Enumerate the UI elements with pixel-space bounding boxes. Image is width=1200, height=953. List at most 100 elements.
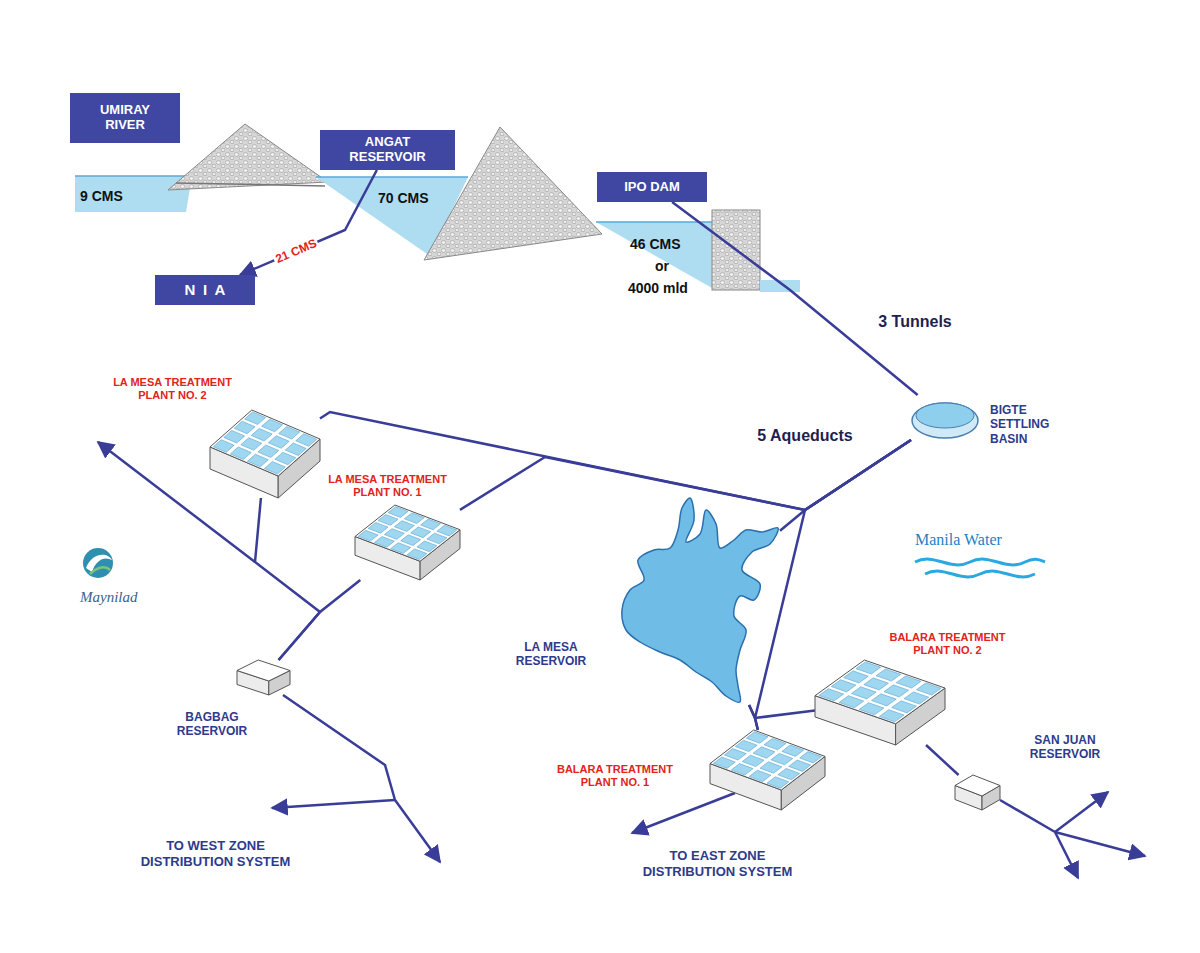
company-logo-text: Maynilad bbox=[80, 588, 138, 606]
filter-cell bbox=[230, 447, 251, 460]
flow-value: 9 CMS bbox=[80, 188, 123, 205]
filter-cell bbox=[831, 680, 856, 692]
source-label-box: UMIRAY RIVER bbox=[70, 93, 180, 143]
node-heading: LA MESA TREATMENT PLANT NO. 2 bbox=[105, 376, 240, 402]
maynilad-logo bbox=[83, 548, 113, 578]
box-top bbox=[210, 410, 320, 476]
storage-reservoir: BAGBAG RESERVOIR bbox=[237, 660, 290, 695]
filter-cell bbox=[864, 678, 889, 690]
filter-cell bbox=[800, 752, 822, 763]
water-surface bbox=[75, 175, 192, 177]
filter-cell bbox=[884, 685, 909, 697]
logo-mark bbox=[83, 548, 113, 578]
filter-cell bbox=[275, 452, 296, 465]
box-label: UMIRAY RIVER bbox=[85, 103, 165, 133]
filter-cell bbox=[213, 440, 234, 453]
treatment-plant: BALARA TREATMENT PLANT NO. 2 bbox=[815, 660, 945, 745]
filter-cell bbox=[404, 513, 424, 524]
filter-cell bbox=[388, 507, 408, 518]
filter-cell bbox=[916, 683, 941, 695]
filter-cell bbox=[378, 515, 398, 526]
distribution-main bbox=[1000, 800, 1055, 832]
dam-embankment bbox=[168, 124, 328, 190]
storage-reservoir: SAN JUAN RESERVOIR bbox=[955, 775, 1000, 810]
filter-cell bbox=[859, 703, 884, 715]
basin-water bbox=[916, 403, 974, 428]
tunnel-line bbox=[176, 183, 325, 186]
distribution-arrow bbox=[272, 800, 395, 808]
filter-cell bbox=[879, 710, 904, 722]
distribution-label: TO WEST ZONE DISTRIBUTION SYSTEM bbox=[128, 838, 303, 869]
pipeline-connector bbox=[926, 745, 959, 775]
filter-cell bbox=[374, 537, 394, 548]
node-outline bbox=[237, 660, 290, 695]
lake-shape bbox=[622, 498, 778, 702]
logo-swoosh bbox=[90, 567, 110, 574]
connector-label: 21 CMS bbox=[271, 235, 320, 267]
filter-cell bbox=[760, 762, 782, 773]
treatment-plant: LA MESA TREATMENT PLANT NO. 1 bbox=[355, 505, 460, 580]
filter-cell bbox=[268, 436, 289, 449]
filter-cell bbox=[251, 428, 272, 441]
outflow-lines bbox=[98, 442, 1145, 878]
filter-cell bbox=[391, 543, 411, 554]
filter-cell bbox=[782, 745, 804, 756]
manila-water-logo bbox=[915, 559, 1045, 577]
box-label: ANGAT RESERVOIR bbox=[333, 135, 443, 165]
filter-cell bbox=[764, 738, 786, 749]
logo-wave bbox=[915, 559, 1045, 565]
filter-cell bbox=[262, 419, 283, 432]
water-surface bbox=[596, 221, 712, 223]
filter-cell bbox=[241, 438, 262, 451]
filter-cell bbox=[749, 770, 771, 781]
filter-cell bbox=[735, 740, 757, 751]
filter-cell bbox=[421, 519, 441, 530]
filter-cell bbox=[839, 696, 864, 708]
node-heading: BIGTE SETTLING BASIN bbox=[990, 403, 1070, 446]
node-outline bbox=[620, 490, 780, 705]
distribution-arrow bbox=[1055, 792, 1108, 832]
filter-cell bbox=[724, 749, 746, 760]
flow-value: or bbox=[655, 258, 669, 275]
filter-cell bbox=[713, 757, 735, 768]
connector-label: 5 Aqueducts bbox=[755, 427, 854, 445]
filter-cell bbox=[437, 525, 457, 536]
node-heading: BALARA TREATMENT PLANT NO. 2 bbox=[880, 631, 1015, 657]
distribution-arrow bbox=[395, 800, 440, 862]
distribution-main bbox=[283, 695, 395, 800]
filter-cell bbox=[856, 662, 881, 674]
filter-cell bbox=[742, 755, 764, 766]
node-heading: LA MESA TREATMENT PLANT NO. 1 bbox=[320, 473, 455, 499]
flow-value: 46 CMS bbox=[630, 236, 681, 253]
filter-cell bbox=[427, 533, 447, 544]
node-outline bbox=[355, 505, 460, 580]
filter-cell bbox=[368, 522, 388, 533]
filter-cell bbox=[746, 732, 768, 743]
filter-cell bbox=[731, 764, 753, 775]
treatment-plant: BALARA TREATMENT PLANT NO. 1 bbox=[710, 730, 825, 810]
pipeline-connector bbox=[749, 705, 815, 718]
box-top bbox=[237, 660, 290, 681]
flow-value: 70 CMS bbox=[378, 190, 429, 207]
box-label: IPO DAM bbox=[624, 180, 680, 195]
filter-cell bbox=[771, 753, 793, 764]
pipeline-connector bbox=[672, 202, 918, 395]
filter-cell bbox=[279, 427, 300, 440]
filter-cell bbox=[872, 694, 897, 706]
node-heading: SAN JUAN RESERVOIR bbox=[1015, 733, 1115, 762]
filter-cell bbox=[767, 777, 789, 788]
box-top bbox=[955, 775, 1000, 796]
filter-cell bbox=[876, 669, 901, 681]
basin-body bbox=[912, 403, 978, 438]
pipeline-connector bbox=[240, 170, 377, 275]
water-surface bbox=[316, 176, 468, 178]
flow-value: 4000 mld bbox=[628, 280, 688, 297]
filter-cell bbox=[384, 529, 404, 540]
distribution-arrow bbox=[1055, 832, 1078, 878]
box-label: NIA bbox=[177, 281, 233, 298]
filter-cell bbox=[258, 445, 279, 458]
filter-cell bbox=[819, 689, 844, 701]
logo-wave bbox=[925, 571, 1035, 577]
